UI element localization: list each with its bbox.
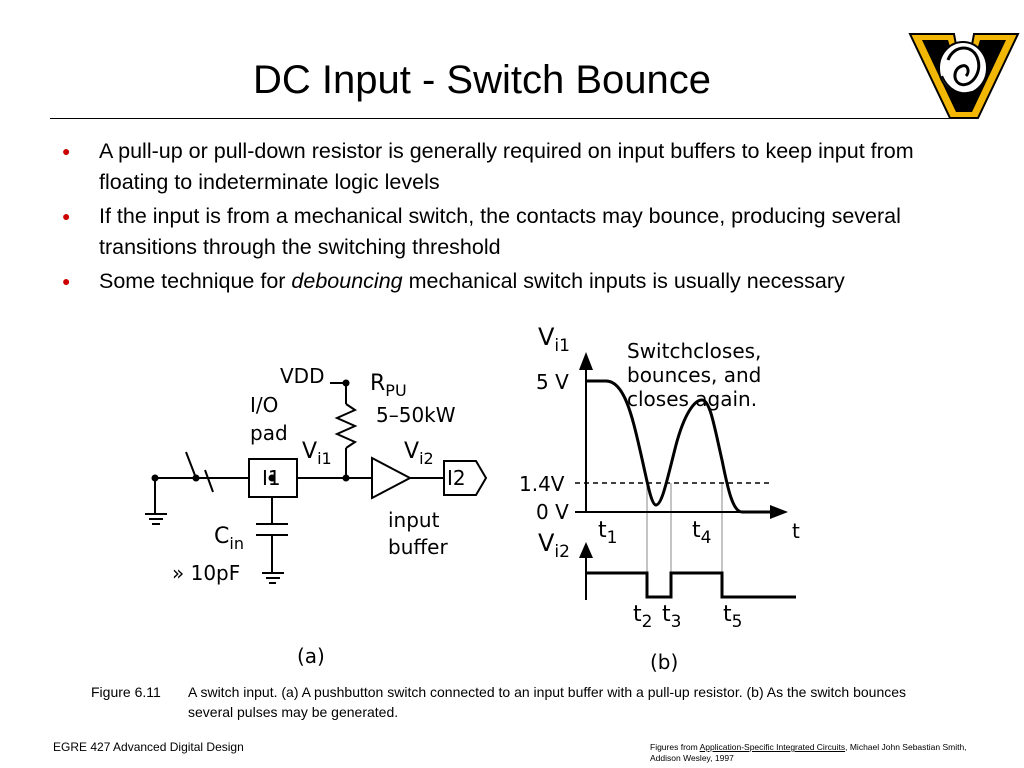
io-pad-label-line1: I/O — [250, 393, 278, 417]
t2-label: t2 — [633, 602, 652, 632]
vi2-axis-label: Vi2 — [538, 529, 570, 562]
t1-label: t1 — [598, 518, 617, 548]
credit-suffix: , Michael John Sebastian Smith, Addison … — [650, 742, 967, 763]
io-pad-label-line2: pad — [250, 421, 288, 445]
bullet-text: If the input is from a mechanical switch… — [99, 204, 901, 259]
bullet-item: ● A pull-up or pull-down resistor is gen… — [62, 136, 962, 198]
cin-value: » 10pF — [172, 561, 240, 585]
buffer-label-line1: input — [388, 508, 440, 532]
switch-contact — [192, 474, 200, 482]
bullet-text: Some technique for — [99, 269, 292, 293]
rpu-value: 5–50kW — [376, 403, 456, 427]
time-axis-label: t — [792, 519, 800, 543]
bullet-dot-icon: ● — [62, 143, 71, 159]
bullet-text: mechanical switch inputs is usually nece… — [402, 269, 845, 293]
slide-title: DC Input - Switch Bounce — [253, 58, 711, 102]
title-divider — [50, 118, 972, 119]
bullet-emphasis: debouncing — [291, 269, 403, 293]
level-threshold-label: 1.4V — [519, 472, 565, 496]
vi1-label: Vi1 — [302, 439, 332, 468]
t4-label: t4 — [692, 518, 711, 548]
bounce-waveform — [575, 352, 796, 600]
bullet-text: A pull-up or pull-down resistor is gener… — [99, 139, 914, 194]
pullup-circuit — [145, 382, 488, 584]
figure-number: Figure 6.11 — [91, 684, 161, 700]
waveform-note-line2: bounces, and — [627, 363, 761, 387]
university-logo — [908, 33, 1020, 119]
level-5v-label: 5 V — [536, 370, 569, 394]
bullet-item: ● If the input is from a mechanical swit… — [62, 201, 962, 263]
bullet-list: ● A pull-up or pull-down resistor is gen… — [62, 136, 962, 300]
waveform-note-line1: Switchcloses, — [627, 339, 761, 363]
level-0v-label: 0 V — [536, 500, 569, 524]
vdd-node — [342, 379, 350, 387]
block-i2-label: I2 — [447, 466, 466, 490]
t5-label: t5 — [723, 602, 742, 632]
credit-prefix: Figures from — [650, 742, 700, 752]
rpu-label: RPU — [370, 371, 407, 400]
t3-label: t3 — [662, 602, 681, 632]
subfigure-b-label: (b) — [650, 650, 678, 674]
block-i1-label: I1 — [262, 466, 281, 490]
vdd-label: VDD — [280, 364, 324, 388]
subfigure-a-label: (a) — [297, 644, 325, 668]
figure-caption-text: A switch input. (a) A pushbutton switch … — [188, 684, 907, 720]
switch-contact — [151, 474, 159, 482]
figure-credit: Figures from Application-Specific Integr… — [650, 742, 980, 764]
pad-node — [268, 474, 276, 482]
course-footer: EGRE 427 Advanced Digital Design — [53, 740, 244, 754]
bullet-item: ● Some technique for debouncing mechanic… — [62, 266, 962, 297]
vi2-label: Vi2 — [404, 439, 434, 468]
buffer-label-line2: buffer — [388, 535, 448, 559]
book-title-link[interactable]: Application-Specific Integrated Circuits — [699, 742, 846, 752]
vi1-node — [342, 474, 350, 482]
bullet-dot-icon: ● — [62, 208, 71, 224]
bullet-dot-icon: ● — [62, 273, 71, 289]
vi1-axis-label: Vi1 — [538, 323, 570, 356]
waveform-note-line3: closes again. — [627, 387, 757, 411]
cin-label: Cin — [214, 524, 244, 553]
